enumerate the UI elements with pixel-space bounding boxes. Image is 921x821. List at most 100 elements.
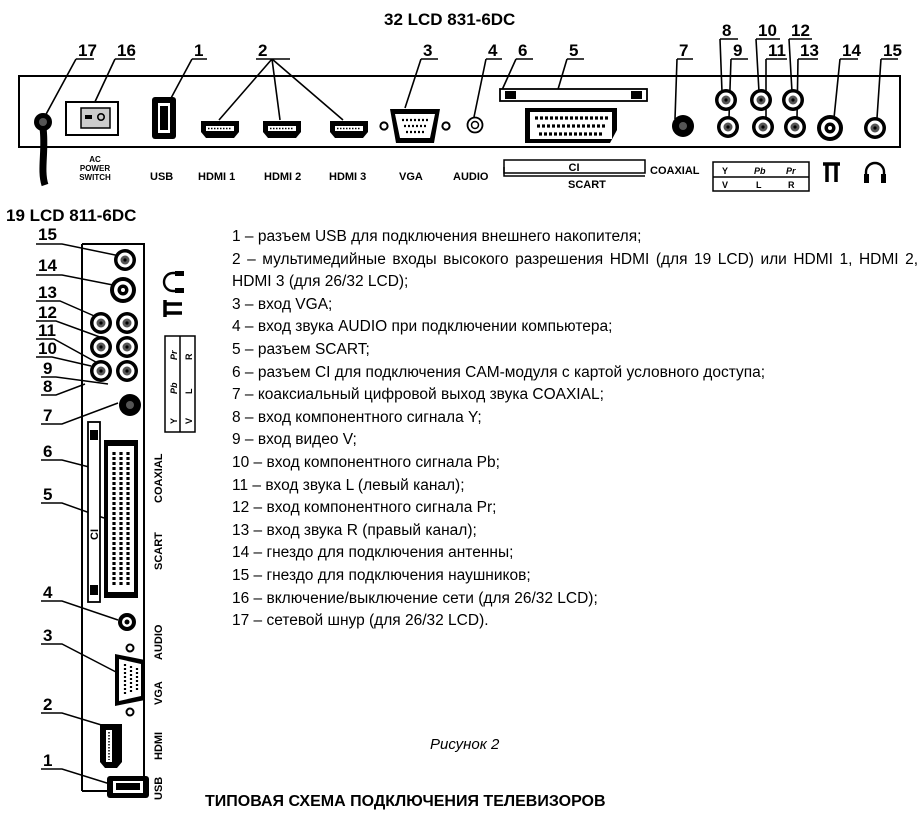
side-callout-14: 14 (38, 256, 57, 275)
label-r: R (788, 180, 795, 190)
side-port-labels: USB HDMI VGA AUDIO SCART COAXIAL CI (89, 453, 165, 800)
side-label-hdmi: HDMI (153, 732, 165, 760)
top-component-label-box: Y Pb Pr V L R (712, 161, 810, 192)
label-y: Y (722, 166, 728, 176)
label-pb: Pb (754, 166, 766, 176)
legend-item: 8 – вход компонентного сигнала Y; (232, 408, 482, 426)
side-y-jack (90, 360, 112, 382)
top-ci-slot (499, 88, 648, 102)
power-cord (34, 113, 52, 187)
top-r-jack (784, 116, 806, 138)
section-heading: ТИПОВАЯ СХЕМА ПОДКЛЮЧЕНИЯ ТЕЛЕВИЗОРОВ (205, 793, 606, 810)
top-callout-2: 2 (258, 41, 267, 60)
label-hdmi2: HDMI 2 (264, 171, 301, 183)
legend-item: 16 – включение/выключение сети (для 26/3… (232, 589, 598, 607)
top-callout-4: 4 (488, 41, 498, 60)
side-label-usb: USB (153, 777, 165, 800)
label-coaxial: COAXIAL (650, 165, 700, 177)
top-callout-7: 7 (679, 41, 688, 60)
label-hdmi1: HDMI 1 (198, 171, 235, 183)
side-panel-title: 19 LCD 811-6DC (6, 206, 136, 225)
top-headphone-jack (864, 117, 886, 139)
top-coaxial-jack (672, 115, 694, 137)
side-label-y: Y (169, 418, 179, 424)
side-label-scart: SCART (153, 532, 165, 570)
side-callout-8: 8 (43, 377, 52, 396)
top-vga-port (379, 109, 451, 143)
side-callout-1: 1 (43, 751, 52, 770)
side-label-r: R (184, 353, 194, 360)
label-l: L (756, 180, 762, 190)
top-scart-port (525, 108, 617, 143)
top-hdmi3-port (329, 120, 369, 139)
legend-item: 9 – вход видео V; (232, 431, 357, 449)
top-callout-1: 1 (194, 41, 203, 60)
legend-item: 15 – гнездо для подключения наушников; (232, 566, 531, 584)
legend-item: 13 – вход звука R (правый канал); (232, 521, 477, 539)
label-vga: VGA (399, 171, 423, 183)
side-usb-port (107, 776, 149, 798)
label-audio: AUDIO (453, 171, 489, 183)
label-ci: CI (569, 162, 580, 174)
side-label-ci: CI (89, 529, 101, 540)
top-callout-15: 15 (883, 41, 902, 60)
side-label-vga: VGA (153, 681, 165, 705)
legend-item: 10 – вход компонентного сигнала Pb; (232, 453, 500, 471)
legend-item: 1 – разъем USB для подключения внешнего … (232, 228, 642, 245)
legend-item: 7 – коаксиальный цифровой выход звука CO… (232, 386, 604, 404)
side-callout-9: 9 (43, 359, 52, 378)
top-hdmi1-port (200, 120, 240, 139)
side-l-jack (116, 336, 138, 358)
top-usb-port (152, 97, 176, 139)
legend-item: 6 – разъем CI для подключения CAM-модуля… (232, 363, 766, 381)
top-pb-jack (750, 89, 772, 111)
top-callout-3: 3 (423, 41, 432, 60)
side-r-jack (116, 312, 138, 334)
side-callout-3: 3 (43, 626, 52, 645)
legend-item: 3 – вход VGA; (232, 295, 333, 313)
side-coaxial-jack (119, 394, 141, 416)
side-audio-jack (118, 613, 136, 631)
side-callout-12: 12 (38, 303, 57, 322)
top-port-labels: AC POWER SWITCH USB HDMI 1 HDMI 2 HDMI 3… (79, 155, 489, 183)
side-callout-13: 13 (38, 283, 57, 302)
side-component-label-box: Y Pb Pr V L R (164, 335, 196, 433)
label-pr: Pr (786, 166, 796, 176)
label-hdmi3: HDMI 3 (329, 171, 366, 183)
headphone-icon (864, 161, 886, 183)
side-vga-port (115, 643, 145, 717)
side-antenna-jack (110, 277, 136, 303)
top-callout-11: 11 (768, 41, 786, 60)
side-label-pr: Pr (169, 350, 179, 360)
side-callout-10: 10 (38, 339, 57, 358)
side-pb-jack (90, 336, 112, 358)
legend-item: 14 – гнездо для подключения антенны; (232, 544, 514, 562)
top-callout-12: 12 (791, 21, 810, 40)
top-callout-numbers: 17 16 1 2 3 4 6 5 7 8 9 10 11 12 13 14 1… (78, 21, 902, 60)
figure-caption: Рисунок 2 (430, 736, 500, 753)
top-audio-jack (466, 116, 484, 134)
label-v: V (722, 180, 728, 190)
side-scart-port (104, 440, 138, 598)
side-label-v: V (184, 418, 194, 424)
side-pr-jack (90, 312, 112, 334)
label-usb: USB (150, 171, 173, 183)
legend-item: 2 – мультимедийные входы высокого разреш… (232, 250, 918, 291)
top-callout-6: 6 (518, 41, 527, 60)
side-callout-5: 5 (43, 485, 52, 504)
top-panel-title: 32 LCD 831-6DC (384, 10, 515, 29)
side-callout-numbers: 15 14 13 12 11 10 9 8 7 6 5 4 3 2 1 (38, 225, 57, 770)
label-switch: SWITCH (79, 173, 111, 182)
legend-item: 12 – вход компонентного сигнала Pr; (232, 499, 497, 517)
side-callout-4: 4 (43, 583, 53, 602)
top-l-jack (752, 116, 774, 138)
top-antenna-jack (817, 115, 843, 141)
top-callout-17: 17 (78, 41, 97, 60)
top-ci-scart-labels: CI SCART COAXIAL (503, 159, 700, 191)
label-scart: SCART (568, 179, 606, 191)
top-leader-lines (43, 38, 898, 121)
legend-item: 5 – разъем SCART; (232, 340, 370, 358)
power-switch (65, 101, 119, 136)
top-pr-jack (782, 89, 804, 111)
